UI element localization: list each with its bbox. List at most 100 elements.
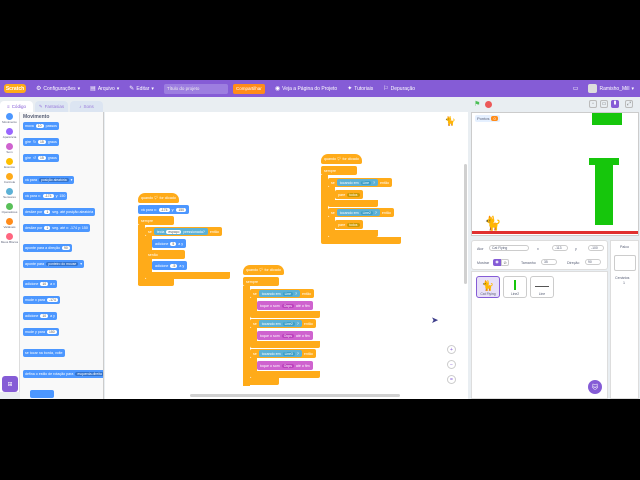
cat-add-icon: 🐱 xyxy=(591,384,599,391)
zoom-reset-button[interactable]: = xyxy=(447,375,456,384)
size-input[interactable]: 35 xyxy=(541,259,557,265)
add-sprite-button[interactable]: 🐱 xyxy=(588,380,602,394)
category-sensing[interactable]: Sensores xyxy=(0,188,19,202)
palette-block-bounce[interactable]: se tocar na borda, volte xyxy=(23,349,65,357)
y-input[interactable]: -100 xyxy=(588,245,604,251)
stop-icon[interactable] xyxy=(485,101,492,108)
palette-block-partial[interactable] xyxy=(30,390,54,398)
fullscreen-icon[interactable]: ⤢ xyxy=(625,100,633,108)
category-sound[interactable]: Som xyxy=(0,143,19,157)
if-foot xyxy=(328,230,378,237)
zoom-out-button[interactable]: − xyxy=(447,360,456,369)
stage-thumbnail[interactable] xyxy=(614,255,636,271)
hat-when-flag-clicked[interactable]: quando 🏳 for clicado xyxy=(138,193,179,203)
small-stage-icon[interactable]: ▫ xyxy=(589,100,597,108)
sprite-card-line[interactable]: Line xyxy=(530,276,554,298)
settings-menu[interactable]: ⚙Configurações▾ xyxy=(36,85,81,93)
block-forever[interactable]: sempre xyxy=(138,216,174,225)
share-button[interactable]: Compartilhar xyxy=(232,83,265,94)
menu-bar: Scratch ⚙Configurações▾ ▤Arquivo▾ ✎Edita… xyxy=(0,80,640,97)
tab-costumes[interactable]: ✎Fantasias xyxy=(35,101,68,112)
my-stuff-button[interactable]: ▭ xyxy=(573,85,579,92)
scratch-logo[interactable]: Scratch xyxy=(4,84,26,93)
show-sprite-icon[interactable]: ◉ xyxy=(493,259,501,266)
tab-sounds[interactable]: ♪Sons xyxy=(70,101,103,112)
hat-when-flag-clicked[interactable]: quando 🏳 for clicado xyxy=(321,154,362,164)
editor-tabs: ≡Código ✎Fantasias ♪Sons xyxy=(0,101,103,112)
hat-when-flag-clicked[interactable]: quando 🏳 for clicado xyxy=(243,265,284,275)
project-page-link[interactable]: ◉Veja a Página do Projeto xyxy=(274,85,338,93)
category-my-blocks[interactable]: Meus Blocos xyxy=(0,233,19,247)
category-operators[interactable]: Operadores xyxy=(0,203,19,217)
if-foot xyxy=(145,272,230,279)
zoom-in-button[interactable]: + xyxy=(447,345,456,354)
file-menu[interactable]: ▤Arquivo▾ xyxy=(90,85,120,93)
category-looks[interactable]: Aparência xyxy=(0,128,19,142)
project-title-input[interactable]: Título do projeto xyxy=(163,83,228,94)
scripts-vertical-scrollbar[interactable] xyxy=(464,164,467,284)
block-forever[interactable]: sempre xyxy=(321,166,357,175)
hide-sprite-icon[interactable]: ⊘ xyxy=(501,259,509,266)
scripts-horizontal-scrollbar[interactable] xyxy=(190,394,400,397)
x-input[interactable]: -113 xyxy=(552,245,568,251)
question-mark-icon: ? xyxy=(295,291,297,296)
green-flag-icon[interactable]: ⚑ xyxy=(474,101,481,108)
user-menu[interactable]: Ramisho_Mill▾ xyxy=(588,84,634,93)
category-dot-icon xyxy=(6,173,13,180)
sprite-name-input[interactable]: Cat Flying xyxy=(489,245,529,251)
category-control[interactable]: Controle xyxy=(0,173,19,187)
sprite-card-cat-flying[interactable]: 🐈Cat Flying xyxy=(476,276,500,298)
category-events[interactable]: Eventos xyxy=(0,158,19,172)
sprite-card-line2[interactable]: Line2 xyxy=(503,276,527,298)
edit-menu[interactable]: ✎Editar▾ xyxy=(129,85,154,93)
palette-block-set-x[interactable]: mude x para-174 xyxy=(23,296,60,304)
tab-code[interactable]: ≡Código xyxy=(0,101,33,112)
large-stage-icon[interactable]: ▭ xyxy=(600,100,608,108)
stage-mode-icon[interactable]: ▮ xyxy=(611,100,619,108)
category-variables[interactable]: Variáveis xyxy=(0,218,19,232)
tutorials-link[interactable]: ✦Tutoriais xyxy=(347,85,374,93)
category-motion[interactable]: Movimento xyxy=(0,113,19,127)
add-extension-button[interactable]: ⊞ xyxy=(2,376,18,392)
block-forever[interactable]: sempre xyxy=(243,277,279,286)
if-arm xyxy=(328,187,335,205)
direction-input[interactable]: 90 xyxy=(585,259,601,265)
debug-link[interactable]: ⚐Depuração xyxy=(383,85,416,93)
cat-sprite-icon: 🐈 xyxy=(484,215,502,231)
